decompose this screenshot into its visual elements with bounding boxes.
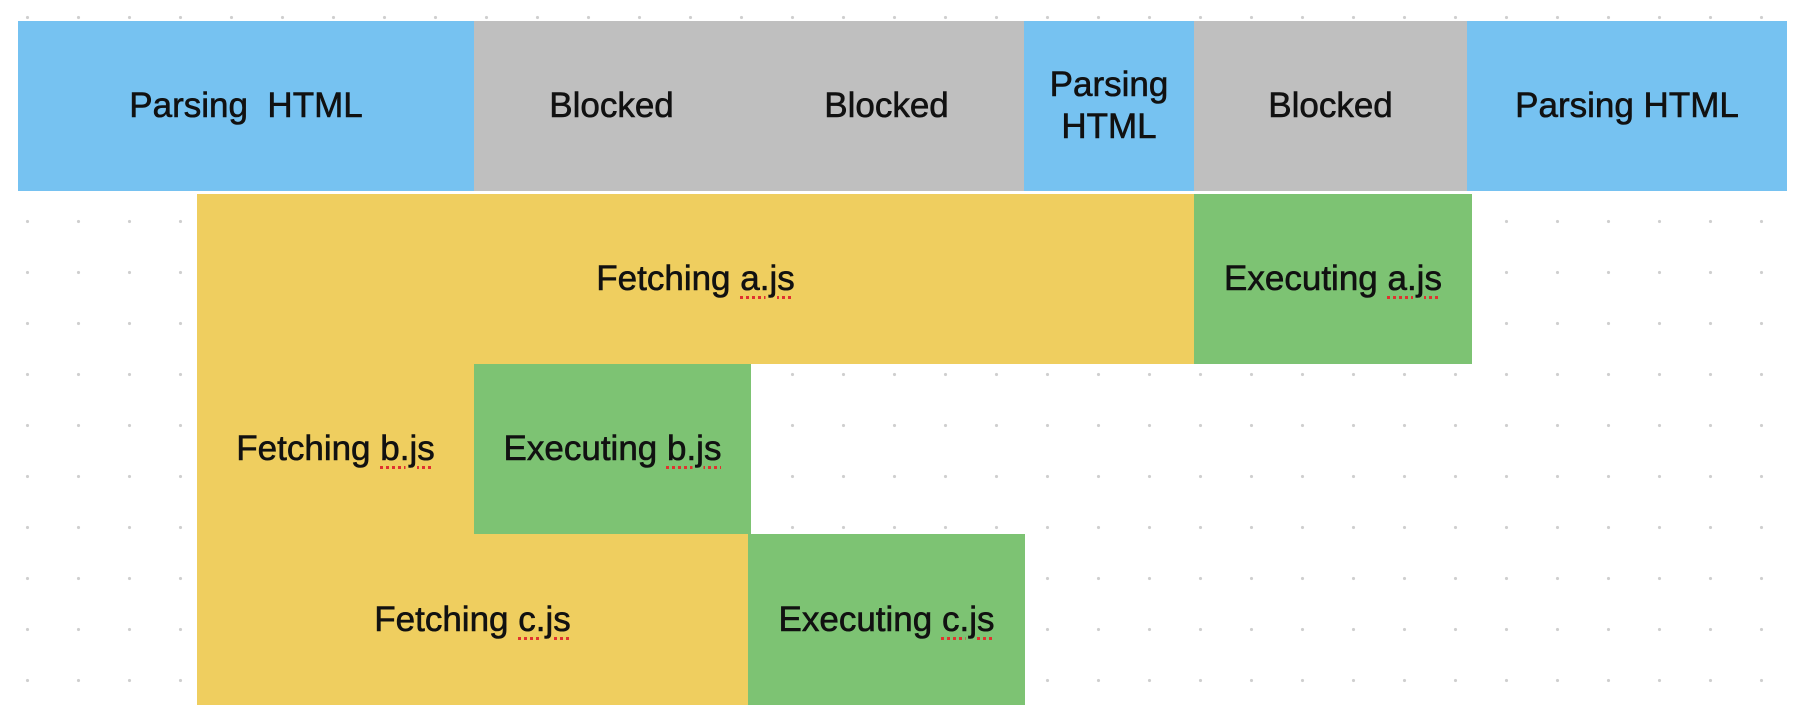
parsing-html-label-2-line1: Parsing bbox=[1049, 65, 1169, 105]
b-js-filename-exec: b.js bbox=[666, 429, 722, 469]
parsing-html-block-1: Parsing HTML bbox=[18, 21, 474, 191]
executing-a-js-block: Executing a.js bbox=[1194, 194, 1472, 364]
executing-a-js-label: Executing a.js bbox=[1224, 259, 1443, 299]
executing-b-js-label: Executing b.js bbox=[503, 429, 722, 469]
blocked-label-2: Blocked bbox=[1268, 86, 1393, 126]
fetching-c-js-label: Fetching c.js bbox=[374, 599, 571, 639]
executing-b-js-block: Executing b.js bbox=[474, 364, 751, 534]
parsing-html-label-2-line2: HTML bbox=[1061, 107, 1157, 147]
blocked-block-1: Blocked Blocked bbox=[474, 21, 1024, 191]
parsing-html-label-1: Parsing HTML bbox=[129, 86, 363, 126]
a-js-filename-exec: a.js bbox=[1387, 259, 1442, 299]
blocked-block-2: Blocked bbox=[1194, 21, 1467, 191]
executing-c-js-label: Executing c.js bbox=[778, 599, 995, 639]
b-js-filename: b.js bbox=[380, 429, 435, 469]
executing-c-js-block: Executing c.js bbox=[748, 534, 1025, 705]
parsing-html-block-3: Parsing HTML bbox=[1467, 21, 1787, 191]
fetching-b-js-label: Fetching b.js bbox=[236, 429, 435, 469]
blocked-label-1b: Blocked bbox=[824, 86, 949, 126]
parsing-html-block-2: Parsing HTML bbox=[1024, 21, 1194, 191]
parsing-html-label-3: Parsing HTML bbox=[1515, 86, 1739, 126]
c-js-filename-exec: c.js bbox=[941, 599, 995, 639]
a-js-filename: a.js bbox=[740, 259, 795, 299]
c-js-filename: c.js bbox=[518, 599, 571, 639]
fetching-c-js-block: Fetching c.js bbox=[197, 534, 748, 705]
blocked-label-1a: Blocked bbox=[549, 86, 674, 126]
fetching-a-js-label: Fetching a.js bbox=[596, 259, 795, 299]
fetching-b-js-block: Fetching b.js bbox=[197, 364, 474, 534]
fetching-a-js-block: Fetching a.js bbox=[197, 194, 1194, 364]
